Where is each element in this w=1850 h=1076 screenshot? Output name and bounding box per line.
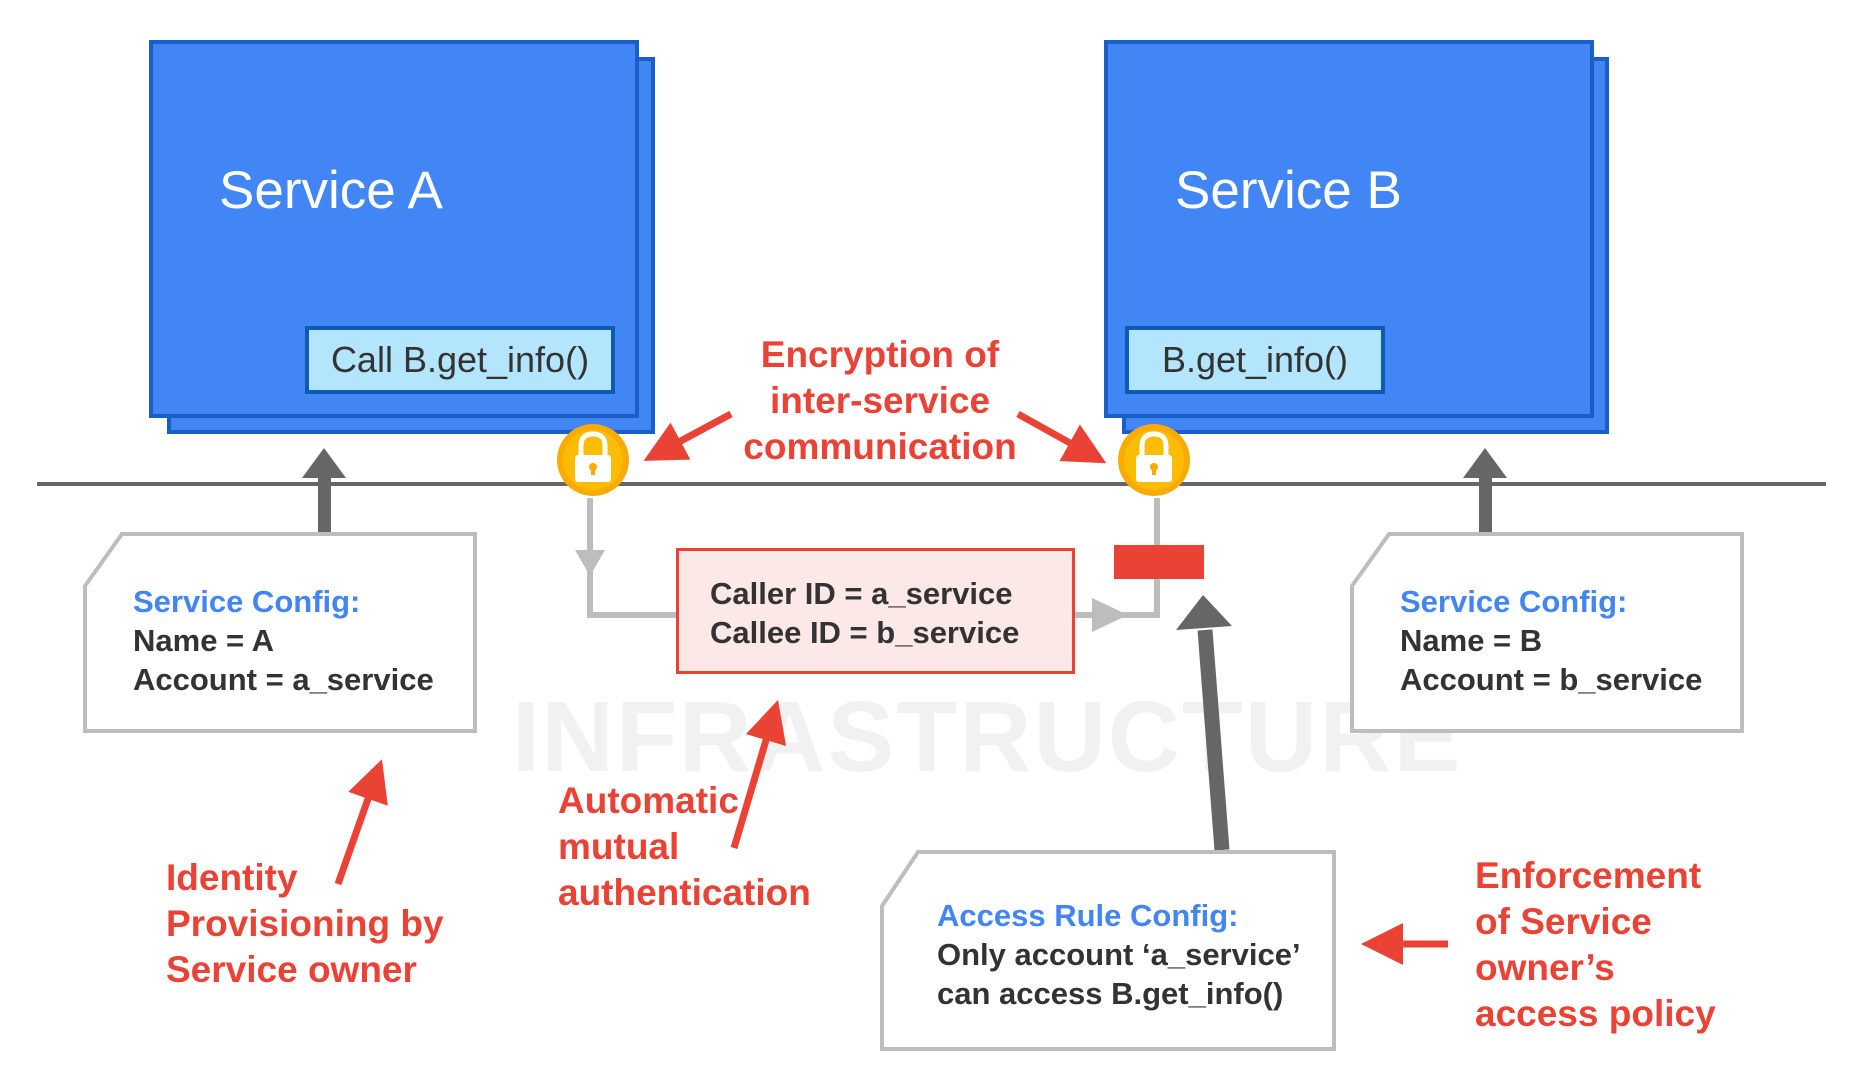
lock-icon-service-b — [1118, 424, 1190, 496]
config-b-text: Service Config: Name = B Account = b_ser… — [1400, 582, 1702, 699]
config-b-account: Account = b_service — [1400, 662, 1703, 697]
access-rule-line-2: can access B.get_info() — [937, 976, 1284, 1011]
mutual-auth-box — [676, 548, 1075, 674]
mutual-line-3: authentication — [558, 872, 811, 913]
service-b-method: B.get_info() — [1125, 326, 1385, 394]
access-rule-text: Access Rule Config: Only account ‘a_serv… — [937, 896, 1301, 1013]
identity-line-2: Provisioning by — [166, 903, 444, 944]
encryption-line-1: Encryption of — [760, 334, 1000, 375]
arrow-identity-to-config-a — [334, 759, 388, 886]
enforcement-line-4: access policy — [1475, 993, 1716, 1034]
config-b-title: Service Config: — [1400, 584, 1628, 619]
identity-annotation: Identity Provisioning by Service owner — [166, 855, 444, 993]
enforcement-line-2: of Service — [1475, 901, 1652, 942]
config-a-title: Service Config: — [133, 584, 361, 619]
arrow-encryption-to-lock-b — [1016, 410, 1107, 464]
arrow-mutual-to-auth-box — [730, 699, 787, 849]
enforcement-line-3: owner’s — [1475, 947, 1615, 988]
arrow-encryption-to-lock-a — [643, 410, 733, 461]
encryption-annotation: Encryption of inter-service communicatio… — [740, 332, 1020, 470]
encryption-line-2: inter-service — [769, 380, 991, 421]
lock-icon-service-a — [557, 424, 629, 496]
enforcement-gate — [1114, 545, 1204, 579]
access-rule-title: Access Rule Config: — [937, 898, 1239, 933]
identity-line-3: Service owner — [166, 949, 417, 990]
config-a-box — [83, 532, 477, 733]
config-a-account: Account = a_service — [133, 662, 434, 697]
service-a-call-method: Call B.get_info() — [305, 326, 615, 394]
enforcement-annotation: Enforcement of Service owner’s access po… — [1475, 853, 1716, 1037]
service-b-title: Service B — [1175, 161, 1402, 220]
auth-flow-down-arrow — [575, 550, 605, 576]
auth-flow-right-arrow — [1092, 598, 1128, 632]
mutual-line-1: Automatic — [558, 780, 739, 821]
access-rule-box — [880, 850, 1336, 1051]
config-a-name: Name = A — [133, 623, 274, 658]
arrow-up-to-service-a — [302, 448, 346, 534]
arrow-access-rule-to-gate — [1176, 595, 1232, 851]
config-b-name: Name = B — [1400, 623, 1543, 658]
mutual-line-2: mutual — [558, 826, 680, 867]
config-a-text: Service Config: Name = A Account = a_ser… — [133, 582, 434, 699]
caller-id-line: Caller ID = a_service — [710, 576, 1013, 611]
arrow-up-to-service-b — [1463, 448, 1507, 534]
enforcement-line-1: Enforcement — [1475, 855, 1702, 896]
callee-id-line: Callee ID = b_service — [710, 615, 1020, 650]
mutual-auth-annotation: Automatic mutual authentication — [558, 778, 811, 916]
identity-line-1: Identity — [166, 857, 298, 898]
config-b-box — [1350, 532, 1744, 733]
access-rule-line-1: Only account ‘a_service’ — [937, 937, 1301, 972]
service-a-title: Service A — [219, 161, 443, 220]
mutual-auth-text: Caller ID = a_service Callee ID = b_serv… — [710, 574, 1019, 652]
encryption-line-3: communication — [743, 426, 1017, 467]
infrastructure-watermark: INFRASTRUCTURE — [512, 681, 1463, 793]
